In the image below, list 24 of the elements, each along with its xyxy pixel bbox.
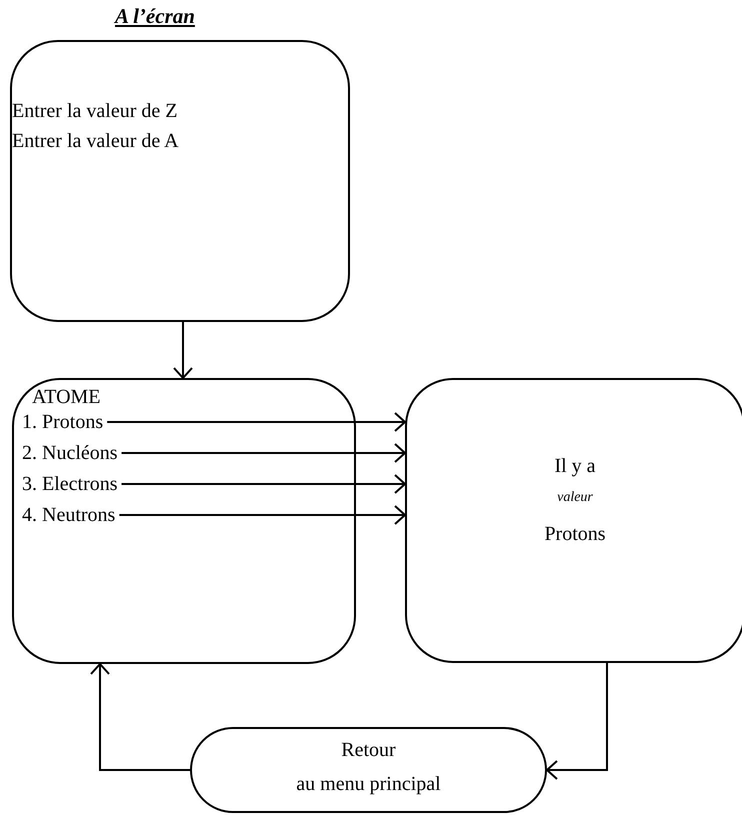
label-text: Retour xyxy=(341,739,396,762)
arrow xyxy=(90,663,190,771)
label-text: Entrer la valeur de Z xyxy=(12,100,178,123)
heading: ATOME xyxy=(32,386,101,409)
list-item: 2. Nucléons xyxy=(22,441,118,465)
label-text: Entrer la valeur de A xyxy=(12,130,179,153)
result-box xyxy=(405,378,742,663)
input-screen-box xyxy=(10,40,350,322)
list-item: 3. Electrons xyxy=(22,472,118,496)
title: A l’écran xyxy=(115,4,195,29)
arrow xyxy=(122,443,406,463)
return-pill xyxy=(190,727,547,813)
label-text: au menu principal xyxy=(296,773,441,796)
label-text: Il y a xyxy=(554,455,596,478)
arrow xyxy=(119,505,406,525)
list-item: 4. Neutrons xyxy=(22,503,116,527)
list-item: 1. Protons xyxy=(22,410,104,434)
arrow xyxy=(122,474,406,494)
arrow xyxy=(546,663,608,780)
arrow xyxy=(107,412,406,432)
label-text: Protons xyxy=(544,523,606,546)
label-text: valeur xyxy=(557,490,593,506)
menu-box xyxy=(12,378,356,664)
arrow xyxy=(173,322,193,379)
